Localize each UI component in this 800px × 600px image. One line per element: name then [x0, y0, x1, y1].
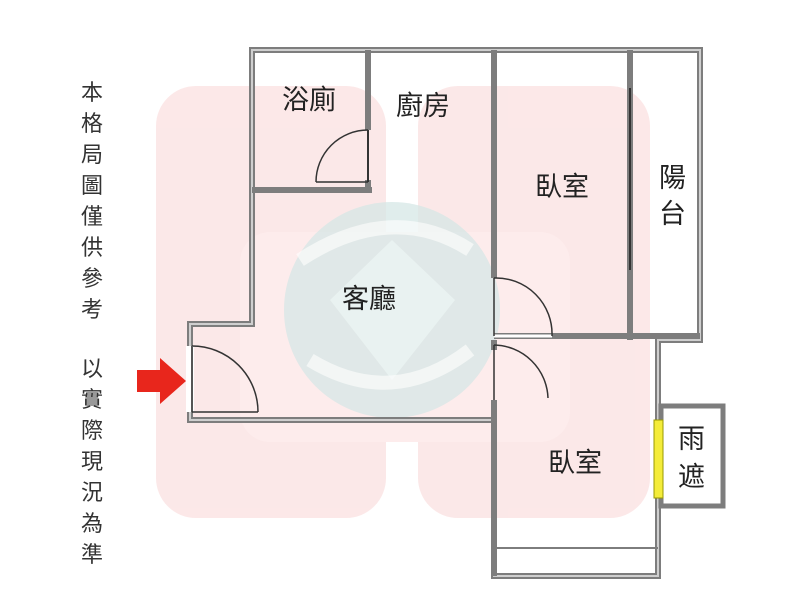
bedroom-lower-door: [493, 344, 549, 399]
disclaimer-char: 現: [80, 450, 103, 475]
disclaimer-char: 際: [80, 419, 103, 444]
company-logo-watermark: [156, 86, 650, 518]
bathroom-door: [315, 129, 369, 183]
disclaimer-char: 考: [80, 298, 103, 323]
entry-door: [191, 345, 259, 413]
room-label-balcony: 陽: [659, 163, 686, 194]
disclaimer-char: 供: [80, 236, 103, 261]
disclaimer-char: 為: [80, 512, 103, 537]
disclaimer-char: 準: [80, 543, 103, 568]
room-label-kitchen: 廚房: [396, 91, 450, 122]
disclaimer-char: 況: [80, 481, 103, 506]
disclaimer-note: 本 格 局 圖 僅 供 參 考 以 實 際 現 況 為 準: [78, 78, 106, 571]
red-arrow-icon: [137, 358, 186, 404]
disclaimer-char: 僅: [80, 205, 103, 230]
disclaimer-char: 實: [80, 388, 103, 413]
disclaimer-char: 格: [80, 112, 103, 137]
room-label-living-room: 客廳: [342, 284, 396, 315]
rain-shelter-area: [653, 403, 726, 509]
disclaimer-char: 以: [80, 357, 103, 382]
disclaimer-char: 本: [80, 81, 103, 106]
room-label-balcony: 台: [659, 199, 686, 230]
room-label-rain-shelter: 雨: [678, 424, 705, 455]
room-label-bedroom-upper: 臥室: [535, 172, 589, 203]
doors: [191, 129, 553, 413]
room-label-bedroom-lower: 臥室: [548, 448, 602, 479]
room-label-rain-shelter: 遮: [678, 462, 705, 493]
bedroom-upper-door: [493, 277, 553, 337]
room-label-bathroom: 浴廁: [282, 85, 336, 116]
disclaimer-char: 局: [80, 143, 103, 168]
disclaimer-char: 圖: [80, 174, 103, 199]
disclaimer-char: 參: [80, 267, 103, 292]
